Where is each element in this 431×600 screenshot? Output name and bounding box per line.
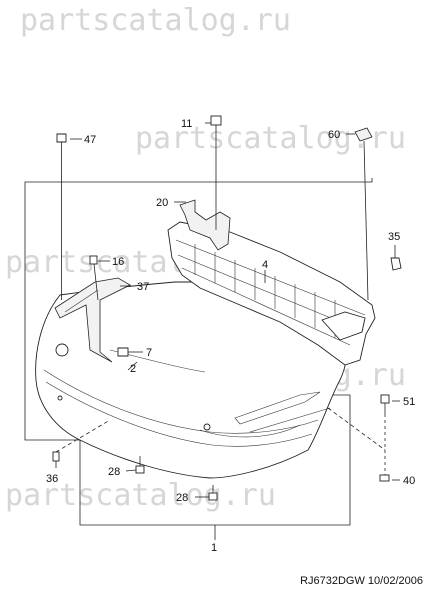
- callout-4: 4: [262, 259, 268, 271]
- callout-37: 37: [137, 281, 149, 293]
- callout-35: 35: [388, 231, 400, 243]
- callout-28-lower: 28: [176, 492, 188, 504]
- nut-7: [117, 347, 129, 357]
- callout-40: 40: [403, 475, 415, 487]
- bolt-11: [210, 115, 222, 148]
- watermark-text: partscatalog.ru: [20, 3, 291, 38]
- callout-11: 11: [181, 118, 192, 130]
- callout-51: 51: [403, 396, 415, 408]
- screw-28-lower: [208, 485, 218, 501]
- leader-lines: [55, 122, 400, 540]
- side-trim-bracket: [54, 277, 131, 363]
- callout-28-upper: 28: [108, 466, 120, 478]
- bumper-beam: [167, 221, 376, 366]
- callout-7: 7: [146, 347, 152, 359]
- screw-28-upper: [135, 456, 145, 474]
- nut-35: [390, 257, 402, 271]
- callout-36: 36: [46, 473, 58, 485]
- clip-40: [379, 474, 390, 482]
- bracket-60: [354, 127, 373, 142]
- callout-1: 1: [211, 542, 217, 554]
- bolt-51: [380, 394, 390, 414]
- clip-16: [89, 255, 98, 265]
- callout-60: 60: [328, 129, 340, 141]
- bolt-47: [56, 133, 67, 155]
- drawing-reference: RJ6732DGW 10/02/2006: [300, 575, 423, 587]
- callout-labels: 47 11 60 20 35 16 4 37 7 2 51 40 36 28 2…: [46, 118, 415, 554]
- watermark-text: partscatalog.ru: [5, 478, 276, 513]
- callout-47: 47: [84, 134, 96, 146]
- callout-20: 20: [156, 197, 168, 209]
- callout-2: 2: [130, 363, 136, 375]
- callout-16: 16: [112, 256, 124, 268]
- screw-36: [52, 451, 60, 462]
- bracket-20: [179, 199, 231, 251]
